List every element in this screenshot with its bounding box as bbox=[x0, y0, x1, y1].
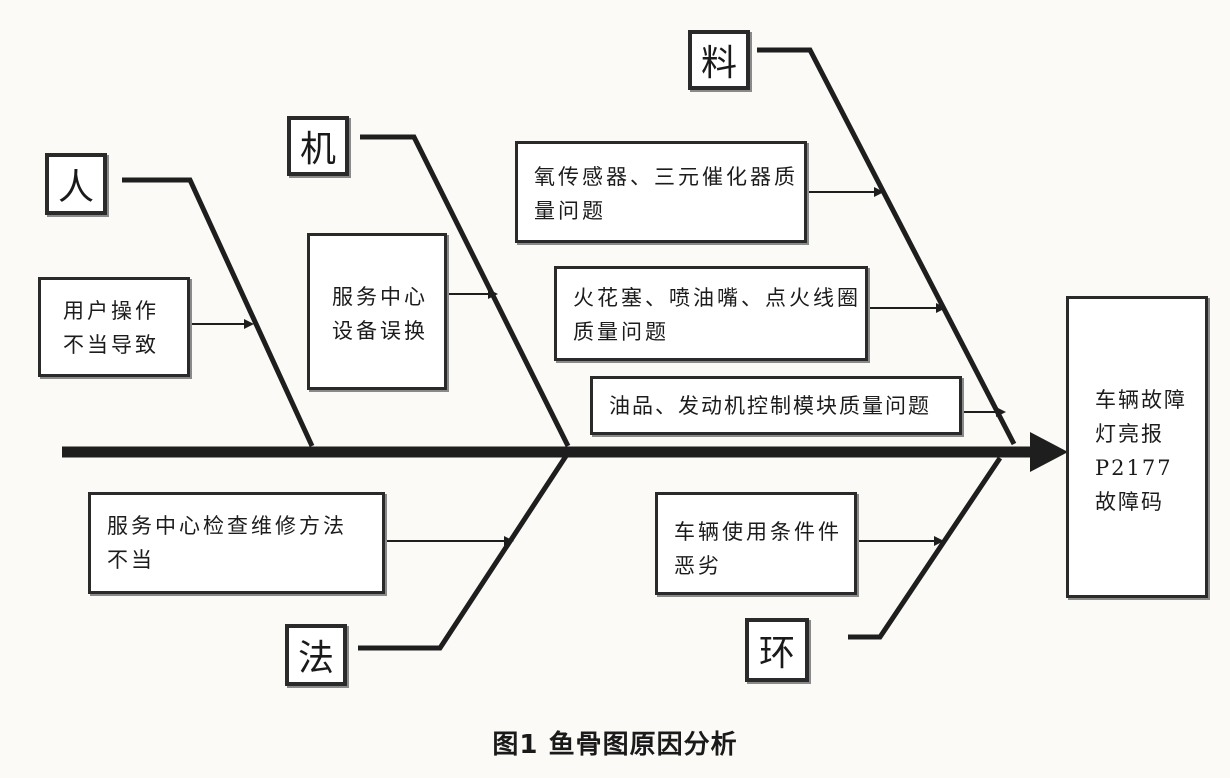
cause-box-spark-plug: 火花塞、喷油嘴、点火线圈 质量问题 bbox=[554, 266, 868, 361]
category-fa: 法 bbox=[285, 624, 347, 686]
cause-spark-plug: 火花塞、喷油嘴、点火线圈 质量问题 bbox=[573, 286, 861, 344]
bone-ji bbox=[360, 134, 571, 448]
cause-box-service-equipment: 服务中心 设备误换 bbox=[307, 233, 447, 390]
category-ji: 机 bbox=[287, 116, 349, 176]
cause-service-method: 服务中心检查维修方法 不当 bbox=[107, 514, 347, 572]
cause-box-fuel-ecu: 油品、发动机控制模块质量问题 bbox=[590, 376, 962, 435]
category-liao: 料 bbox=[688, 30, 750, 90]
bone-ren bbox=[122, 177, 315, 448]
cause-usage-conditions: 车辆使用条件件 恶劣 bbox=[674, 520, 842, 578]
result-text: 车辆故障 灯亮报 P2177 故障码 bbox=[1095, 388, 1187, 514]
cause-user-operation: 用户操作 不当导致 bbox=[63, 299, 159, 357]
category-huan: 环 bbox=[745, 618, 809, 682]
category-ren: 人 bbox=[45, 153, 107, 215]
cause-fuel-ecu: 油品、发动机控制模块质量问题 bbox=[609, 394, 931, 418]
cause-service-equipment: 服务中心 设备误换 bbox=[332, 285, 428, 343]
spine-arrowhead bbox=[1030, 432, 1068, 472]
bone-liao bbox=[757, 47, 1017, 446]
bone-huan bbox=[848, 456, 1003, 640]
cause-box-oxygen-sensor: 氧传感器、三元催化器质 量问题 bbox=[515, 141, 807, 243]
cause-oxygen-sensor: 氧传感器、三元催化器质 量问题 bbox=[534, 165, 798, 223]
result-box: 车辆故障 灯亮报 P2177 故障码 bbox=[1066, 296, 1208, 598]
bone-fa bbox=[358, 454, 569, 651]
cause-box-usage-conditions: 车辆使用条件件 恶劣 bbox=[655, 492, 857, 595]
cause-box-user-operation: 用户操作 不当导致 bbox=[38, 277, 190, 377]
cause-box-service-method: 服务中心检查维修方法 不当 bbox=[88, 492, 385, 594]
figure-caption: 图1 鱼骨图原因分析 bbox=[492, 730, 738, 760]
